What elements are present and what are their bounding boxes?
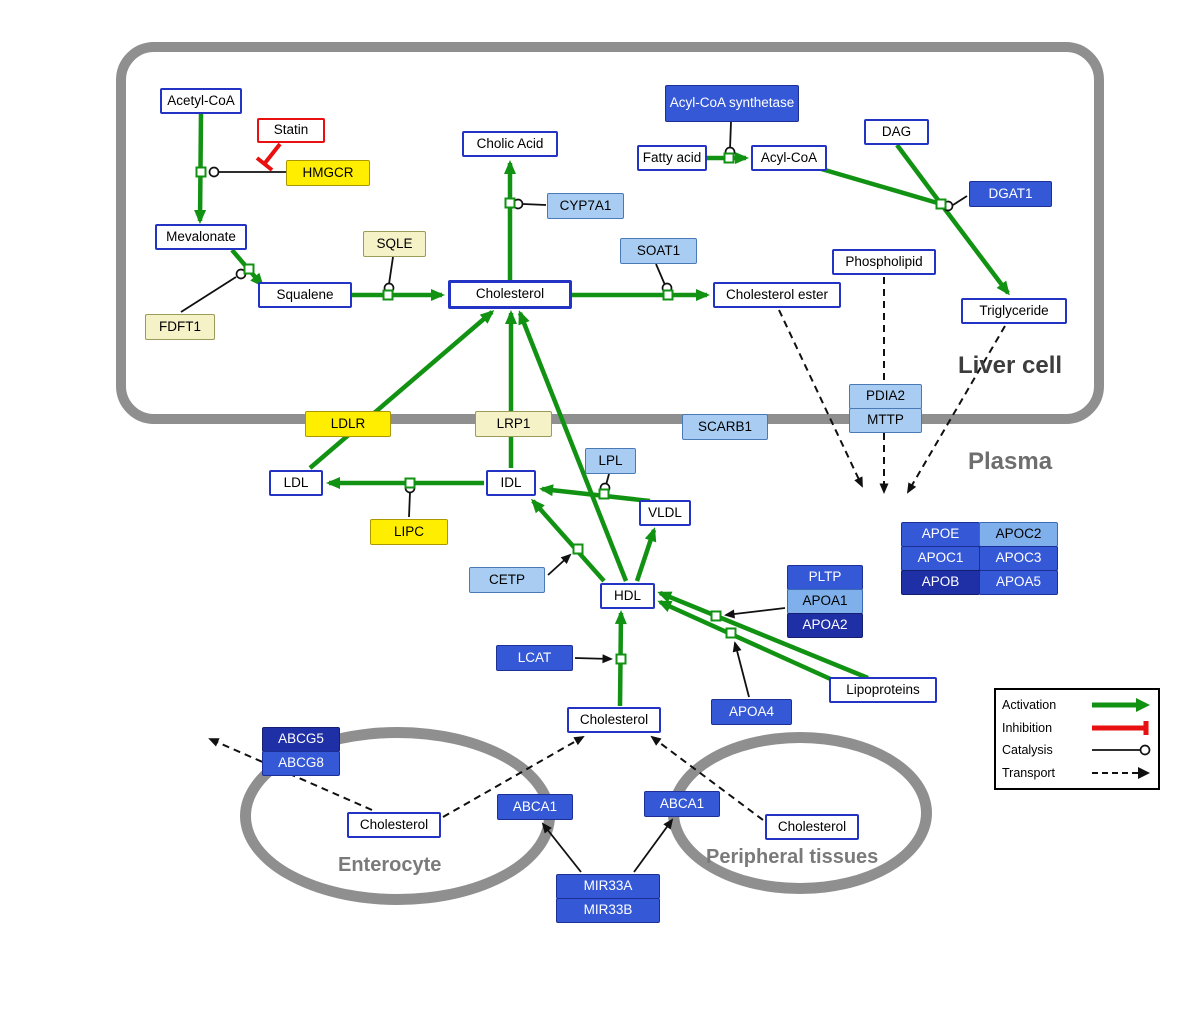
node-cetp[interactable]: CETP: [469, 567, 545, 593]
node-apoc2[interactable]: APOC2: [979, 522, 1058, 547]
node-triglyceride[interactable]: Triglyceride: [961, 298, 1067, 324]
node-ldlr[interactable]: LDLR: [305, 411, 391, 437]
legend-inhibition-label: Inhibition: [1002, 720, 1053, 735]
node-hmgcr[interactable]: HMGCR: [286, 160, 370, 186]
inhibition-tee-icon: [1092, 720, 1149, 735]
node-phospholipid[interactable]: Phospholipid: [832, 249, 936, 275]
activation-arrow-icon: [1092, 698, 1150, 712]
node-soat1[interactable]: SOAT1: [620, 238, 697, 264]
enterocyte-label: Enterocyte: [338, 854, 442, 876]
node-statin[interactable]: Statin: [257, 118, 325, 143]
node-apoa1[interactable]: APOA1: [787, 589, 863, 614]
node-sqle[interactable]: SQLE: [363, 231, 426, 257]
node-mevalonate[interactable]: Mevalonate: [155, 224, 247, 250]
legend-catalysis-row: Catalysis: [1002, 739, 1152, 761]
node-cyp7a1[interactable]: CYP7A1: [547, 193, 624, 219]
legend-activation-row: Activation: [1002, 694, 1152, 716]
node-apoa4[interactable]: APOA4: [711, 699, 792, 725]
node-dag[interactable]: DAG: [864, 119, 929, 145]
legend-transport-label: Transport: [1002, 765, 1056, 780]
node-abca1-left[interactable]: ABCA1: [497, 794, 573, 820]
node-ldl[interactable]: LDL: [269, 470, 323, 496]
node-dgat1[interactable]: DGAT1: [969, 181, 1052, 207]
node-lpl[interactable]: LPL: [585, 448, 636, 474]
node-mir33b[interactable]: MIR33B: [556, 898, 660, 923]
peripheral-tissues-label: Peripheral tissues: [706, 846, 879, 868]
node-squalene[interactable]: Squalene: [258, 282, 352, 308]
node-vldl[interactable]: VLDL: [639, 500, 691, 526]
node-apoa2[interactable]: APOA2: [787, 613, 863, 638]
node-cholesterol-plasma[interactable]: Cholesterol: [567, 707, 661, 733]
node-pltp[interactable]: PLTP: [787, 565, 863, 590]
node-acyl-coa[interactable]: Acyl-CoA: [751, 145, 827, 171]
legend-activation-label: Activation: [1002, 698, 1057, 712]
node-fdft1[interactable]: FDFT1: [145, 314, 215, 340]
node-lipoproteins[interactable]: Lipoproteins: [829, 677, 937, 703]
liver-cell-membrane: [116, 42, 1104, 424]
node-apoa5[interactable]: APOA5: [979, 570, 1058, 595]
legend: Activation Inhibition Catalysis Transpor…: [994, 688, 1160, 790]
node-mir33a[interactable]: MIR33A: [556, 874, 660, 899]
node-apoc3[interactable]: APOC3: [979, 546, 1058, 571]
reaction-squares: [195, 152, 947, 665]
node-cholic-acid[interactable]: Cholic Acid: [462, 131, 558, 157]
node-acyl-coa-synthetase[interactable]: Acyl-CoA synthetase: [665, 85, 799, 122]
node-cholesterol-enterocyte[interactable]: Cholesterol: [347, 812, 441, 838]
node-lcat[interactable]: LCAT: [496, 645, 573, 671]
node-cholesterol-ester[interactable]: Cholesterol ester: [713, 282, 841, 308]
node-abcg8[interactable]: ABCG8: [262, 751, 340, 776]
transport-arrow-icon: [1092, 766, 1150, 779]
liver-cell-label: Liver cell: [958, 352, 1063, 379]
node-apoe[interactable]: APOE: [901, 522, 980, 547]
legend-inhibition-row: Inhibition: [1002, 717, 1152, 739]
node-cholesterol-liver[interactable]: Cholesterol: [448, 280, 572, 309]
node-apoc1[interactable]: APOC1: [901, 546, 980, 571]
node-abcg5[interactable]: ABCG5: [262, 727, 340, 752]
plasma-label: Plasma: [968, 448, 1053, 475]
node-idl[interactable]: IDL: [486, 470, 536, 496]
node-abca1-right[interactable]: ABCA1: [644, 791, 720, 817]
node-lrp1[interactable]: LRP1: [475, 411, 552, 437]
node-cholesterol-peripheral[interactable]: Cholesterol: [765, 814, 859, 840]
node-pdia2[interactable]: PDIA2: [849, 384, 922, 409]
legend-transport-row: Transport: [1002, 762, 1152, 784]
regulation-edges: [541, 553, 786, 873]
node-scarb1[interactable]: SCARB1: [682, 414, 768, 440]
node-acetyl-coa[interactable]: Acetyl-CoA: [160, 88, 242, 114]
node-lipc[interactable]: LIPC: [370, 519, 448, 545]
legend-catalysis-label: Catalysis: [1002, 743, 1053, 758]
catalysis-circle-icon: [1092, 744, 1151, 756]
node-hdl[interactable]: HDL: [600, 583, 655, 609]
inhibition-edge: [255, 142, 282, 172]
catalysis-edges: [180, 121, 968, 518]
node-fatty-acid[interactable]: Fatty acid: [637, 145, 707, 171]
node-apob[interactable]: APOB: [901, 570, 980, 595]
node-mttp[interactable]: MTTP: [849, 408, 922, 433]
